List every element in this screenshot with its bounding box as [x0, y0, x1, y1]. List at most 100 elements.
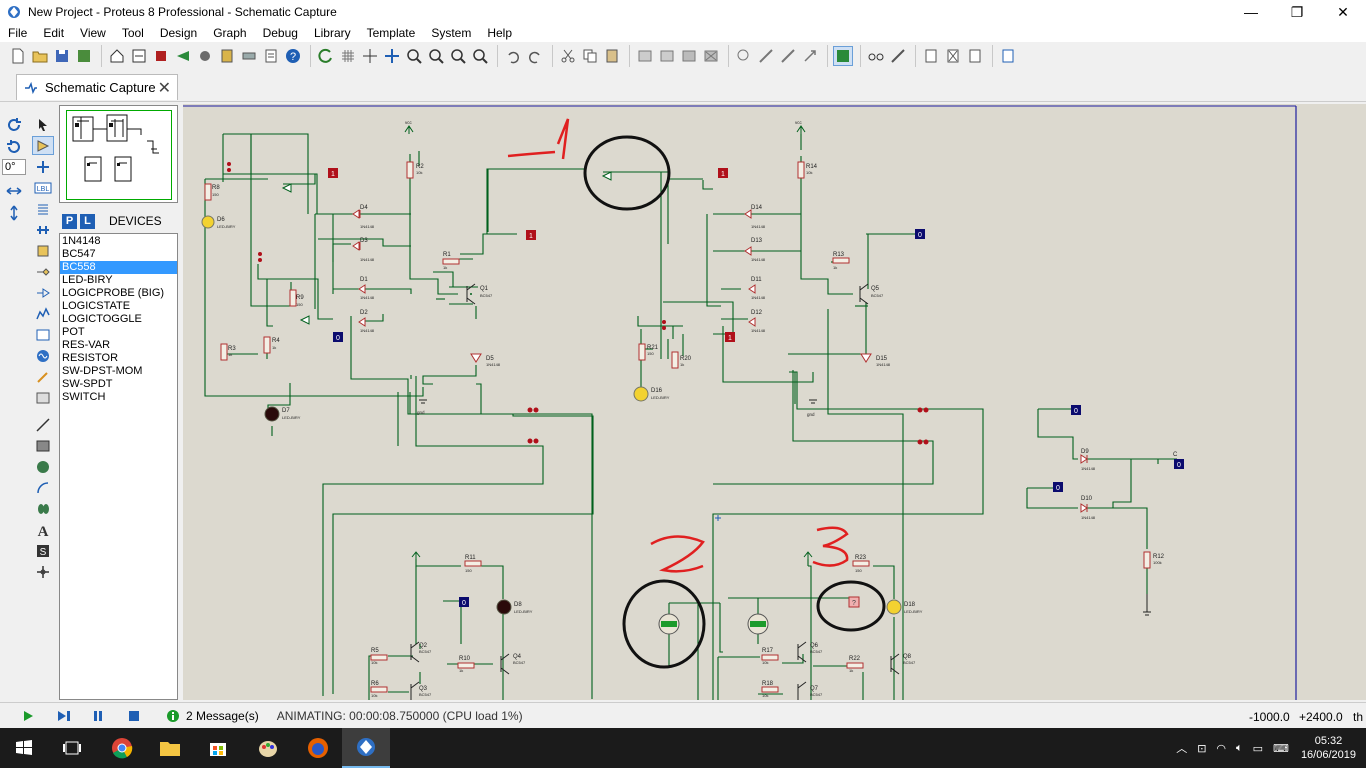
junction-dot-icon[interactable]	[32, 157, 54, 176]
copy-icon[interactable]	[580, 46, 600, 66]
help-icon[interactable]: ?	[283, 46, 303, 66]
menu-edit[interactable]: Edit	[43, 26, 65, 40]
device-item[interactable]: BC547	[62, 248, 96, 260]
device-pins-icon[interactable]	[32, 283, 54, 302]
line-tool-icon[interactable]	[32, 415, 54, 434]
menu-help[interactable]: Help	[487, 26, 513, 40]
chrome-icon[interactable]	[98, 728, 146, 768]
property-tool-icon[interactable]	[888, 46, 908, 66]
design-explorer-icon[interactable]	[239, 46, 259, 66]
electrical-rule-check-icon[interactable]	[998, 46, 1018, 66]
bus-icon[interactable]	[32, 220, 54, 239]
block-move-icon[interactable]	[657, 46, 677, 66]
show-hidden-icons-icon[interactable]: ︿	[1176, 743, 1188, 755]
file-explorer-icon[interactable]	[146, 728, 194, 768]
pick-device-button[interactable]: P	[62, 213, 77, 229]
paint-icon[interactable]	[244, 728, 292, 768]
menu-file[interactable]: File	[8, 26, 28, 40]
task-view-icon[interactable]	[48, 728, 96, 768]
wifi-icon[interactable]: ◠	[1216, 742, 1227, 755]
zoom-out-icon[interactable]	[426, 46, 446, 66]
menu-system[interactable]: System	[431, 26, 472, 40]
device-item[interactable]: SWITCH	[62, 391, 106, 403]
text-tool-icon[interactable]: A	[32, 520, 54, 539]
origin-icon[interactable]	[360, 46, 380, 66]
refresh-icon[interactable]	[316, 46, 336, 66]
overview-window[interactable]	[59, 105, 178, 203]
menu-template[interactable]: Template	[366, 26, 416, 40]
play-icon[interactable]	[16, 704, 40, 728]
box-tool-icon[interactable]	[32, 436, 54, 455]
device-item-selected[interactable]: BC558	[60, 261, 177, 274]
block-copy-icon[interactable]	[635, 46, 655, 66]
block-delete-icon[interactable]	[701, 46, 721, 66]
library-manager-button[interactable]: L	[80, 213, 95, 229]
make-device-icon[interactable]	[756, 46, 776, 66]
flip-horizontal-icon[interactable]	[3, 181, 25, 201]
bom-icon[interactable]	[217, 46, 237, 66]
start-button[interactable]	[0, 728, 48, 768]
close-button[interactable]: ✕	[1337, 3, 1349, 20]
clock[interactable]: 05:32 16/06/2019	[1301, 734, 1356, 762]
subcircuit-icon[interactable]	[32, 241, 54, 260]
virtual-instruments-icon[interactable]	[32, 388, 54, 407]
schematic-icon[interactable]	[129, 46, 149, 66]
menu-library[interactable]: Library	[313, 26, 351, 40]
selection-mode-icon[interactable]	[32, 115, 54, 134]
rotate-clockwise-icon[interactable]	[3, 115, 25, 135]
zoom-area-icon[interactable]	[470, 46, 490, 66]
device-item[interactable]: LED-BIRY	[62, 274, 113, 286]
new-file-icon[interactable]	[8, 46, 28, 66]
pan-icon[interactable]	[382, 46, 402, 66]
device-item[interactable]: SW-SPDT	[62, 378, 113, 390]
block-rotate-icon[interactable]	[679, 46, 699, 66]
messages-indicator[interactable]: 2 Message(s)	[166, 709, 259, 723]
notes-icon[interactable]	[261, 46, 281, 66]
volume-icon[interactable]: 🔈︎	[1236, 741, 1243, 754]
tape-recorder-icon[interactable]	[32, 325, 54, 344]
pause-icon[interactable]	[86, 704, 110, 728]
remove-sheet-icon[interactable]	[943, 46, 963, 66]
pick-device-icon[interactable]	[734, 46, 754, 66]
minimize-button[interactable]: —	[1244, 4, 1258, 20]
zoom-in-icon[interactable]	[404, 46, 424, 66]
generator-icon[interactable]	[32, 346, 54, 365]
circle-tool-icon[interactable]	[32, 457, 54, 476]
new-sheet-icon[interactable]	[921, 46, 941, 66]
save-icon[interactable]	[52, 46, 72, 66]
menu-design[interactable]: Design	[159, 26, 198, 40]
3d-view-icon[interactable]	[173, 46, 193, 66]
flip-vertical-icon[interactable]	[3, 203, 25, 223]
grid-icon[interactable]	[338, 46, 358, 66]
step-icon[interactable]	[52, 704, 76, 728]
tab-close-icon[interactable]: ✕	[157, 79, 171, 97]
component-mode-icon[interactable]	[32, 136, 54, 155]
marker-tool-icon[interactable]	[32, 562, 54, 581]
device-item[interactable]: LOGICSTATE	[62, 300, 131, 312]
paste-icon[interactable]	[602, 46, 622, 66]
store-icon[interactable]	[194, 728, 242, 768]
decompose-icon[interactable]	[800, 46, 820, 66]
device-item[interactable]: RES-VAR	[62, 339, 111, 351]
redo-icon[interactable]	[525, 46, 545, 66]
open-folder-icon[interactable]	[30, 46, 50, 66]
symbol-tool-icon[interactable]: S	[32, 541, 54, 560]
pcb-icon[interactable]	[151, 46, 171, 66]
home-icon[interactable]	[107, 46, 127, 66]
stop-icon[interactable]	[122, 704, 146, 728]
firefox-icon[interactable]	[294, 728, 342, 768]
import-icon[interactable]	[74, 46, 94, 66]
zoom-all-icon[interactable]	[448, 46, 468, 66]
maximize-button[interactable]: ❐	[1290, 3, 1304, 20]
undo-icon[interactable]	[503, 46, 523, 66]
device-item[interactable]: SW-DPST-MOM	[62, 365, 143, 377]
menu-tool[interactable]: Tool	[121, 26, 144, 40]
schematic-canvas[interactable]: R2 10k vcc R8 150 D6 LED-BIRY 1 D4 1N414…	[183, 104, 1366, 700]
search-icon[interactable]	[866, 46, 886, 66]
cut-icon[interactable]	[558, 46, 578, 66]
tab-schematic-capture[interactable]: Schematic Capture ✕	[16, 74, 178, 100]
wire-label-icon[interactable]: LBL	[32, 178, 54, 197]
rotate-anticlockwise-icon[interactable]	[3, 137, 25, 157]
wire-autorouter-icon[interactable]	[833, 46, 853, 66]
voltage-probe-icon[interactable]	[32, 367, 54, 386]
